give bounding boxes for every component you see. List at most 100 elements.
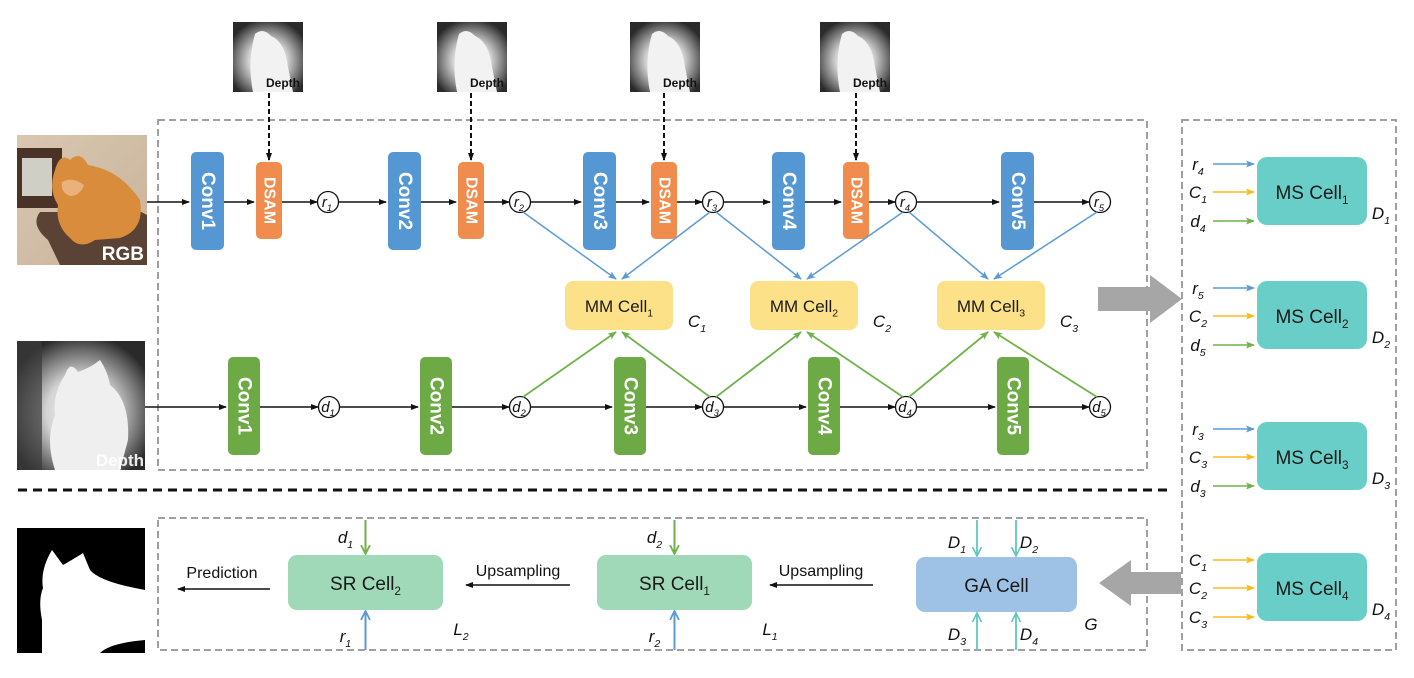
depth-conv3-label: Conv3 [620,377,641,435]
mm-cell2-depth-input [806,331,904,398]
ms-cell-2-input-r5: r5 [1192,279,1204,302]
sr-cell-2[interactable]: SR Cell2 [288,555,443,610]
node-d2: d2 [508,395,532,418]
mm-cell-1-output-label: C1 [688,312,706,335]
dsam3[interactable]: DSAM [651,162,677,239]
rgb-conv3-label: Conv3 [589,172,610,230]
depth-conv5[interactable]: Conv5 [997,357,1029,455]
ms-cell-4-input-C1: C1 [1189,551,1207,574]
node-d3: d3 [701,395,725,418]
ga-cell-input-D3: D3 [948,625,966,648]
ms-cell-3[interactable]: MS Cell3 [1257,422,1367,490]
mm-cell3-rgb-input [993,211,1098,280]
ga-cell[interactable]: GA Cell [916,557,1077,612]
node-r3-label: r3 [707,194,718,213]
dsam1-label: DSAM [261,177,278,224]
node-r2: r2 [508,190,532,213]
ms-cell-2-input-d5: d5 [1190,336,1205,359]
upsampling-label-2: Upsampling [476,563,560,580]
mm-cell2-rgb-input [715,211,802,280]
mm-cell3-depth-input [993,331,1098,398]
ms-cell-4-input-C2: C2 [1189,579,1207,602]
ms-cell-4-label: MS Cell4 [1275,579,1349,603]
dsam1[interactable]: DSAM [256,162,282,239]
ms-cell-1-input-C1: C1 [1189,183,1207,206]
ms-cell-3-input-C3: C3 [1189,448,1207,471]
sr-cell-1-rgb-input-label: r2 [649,627,661,650]
rgb-conv5[interactable]: Conv5 [1001,152,1034,250]
prediction-mask-image [17,528,145,653]
ms-cell-2[interactable]: MS Cell2 [1257,281,1367,349]
ga-cell-input-D4: D4 [1020,625,1038,648]
ms-cells-box [1181,119,1397,651]
node-d1: d1 [317,395,341,418]
dsam4[interactable]: DSAM [843,162,869,239]
ms-cell-2-input-C2: C2 [1189,307,1207,330]
encoder-to-ms-arrow [1098,275,1182,323]
prediction-label: Prediction [186,565,257,582]
ms-cell-2-label: MS Cell2 [1275,307,1348,331]
mm-cell-3-label: MM Cell3 [957,297,1025,319]
depth-thumbnail-2: Depth [437,22,507,92]
ga-cell-label: GA Cell [964,576,1028,597]
ms-cell-2-output-label: D2 [1372,328,1390,351]
rgb-label: RGB [102,244,144,265]
ms-cell-1-label: MS Cell1 [1275,183,1348,207]
node-r4: r4 [894,190,918,213]
mm-cell1-rgb-input [621,211,711,280]
depth-thumbnail-1-label: Depth [266,76,300,90]
mm-cell-2[interactable]: MM Cell2 [750,281,858,330]
ms-cell-4-input-C3: C3 [1189,608,1207,631]
mm-cell-1-label: MM Cell1 [585,297,653,319]
ms-cell-4[interactable]: MS Cell4 [1257,553,1367,621]
node-r1: r1 [316,190,340,213]
rgb-conv1-label: Conv1 [197,172,218,231]
node-r4-label: r4 [900,194,910,213]
depth-thumbnail-4: Depth [820,22,890,92]
sr-cell-1-output-label: L1 [762,620,777,643]
mm-cell2-rgb-input [806,211,904,280]
depth-thumbnail-1: Depth [233,22,303,92]
mm-cell3-rgb-input [908,211,989,280]
mm-cell2-depth-input [715,331,802,398]
rgb-conv5-label: Conv5 [1007,172,1028,231]
mm-cell-3[interactable]: MM Cell3 [937,281,1045,330]
rgb-conv3[interactable]: Conv3 [583,152,616,250]
sr-cell-2-depth-input-label: d1 [338,528,353,551]
upsampling-label-1: Upsampling [779,563,863,580]
ms-cell-3-input-r3: r3 [1192,420,1204,443]
ga-cell-input-D2: D2 [1020,533,1038,556]
node-d4: d4 [894,395,918,418]
rgb-conv2[interactable]: Conv2 [388,152,421,250]
ms-cell-1[interactable]: MS Cell1 [1257,157,1367,225]
mm-cell3-depth-input [908,331,989,398]
dsam2[interactable]: DSAM [458,162,484,239]
sr-cell-1[interactable]: SR Cell1 [597,555,752,610]
ga-cell-input-D1: D1 [948,533,966,556]
dsam4-label: DSAM [848,177,865,224]
depth-thumbnail-3: Depth [630,22,700,92]
mm-cell-1[interactable]: MM Cell1 [565,281,673,330]
sr-cell-2-output-label: L2 [453,620,468,643]
mm-cell-2-output-label: C2 [873,312,891,335]
depth-conv3[interactable]: Conv3 [614,357,646,455]
ms-cell-1-input-r4: r4 [1192,155,1204,178]
depth-conv2[interactable]: Conv2 [420,357,452,455]
encoder-box [157,119,1148,471]
ms-cell-3-label: MS Cell3 [1275,448,1349,472]
depth-conv4[interactable]: Conv4 [808,357,840,455]
depth-conv1-label: Conv1 [234,377,255,436]
sr-cell-2-label: SR Cell2 [330,574,401,598]
node-r1-label: r1 [322,194,332,213]
node-d2-label: d2 [512,399,526,418]
depth-thumbnail-4-label: Depth [853,76,887,90]
depth-conv1[interactable]: Conv1 [228,357,260,455]
node-d5: d5 [1088,395,1112,418]
ms-cell-4-output-label: D4 [1372,600,1390,623]
rgb-conv1[interactable]: Conv1 [191,152,224,250]
node-d1-label: d1 [321,399,335,418]
node-d5-label: d5 [1092,399,1106,418]
ms-cell-3-input-d3: d3 [1190,477,1205,500]
rgb-conv4[interactable]: Conv4 [772,152,805,250]
